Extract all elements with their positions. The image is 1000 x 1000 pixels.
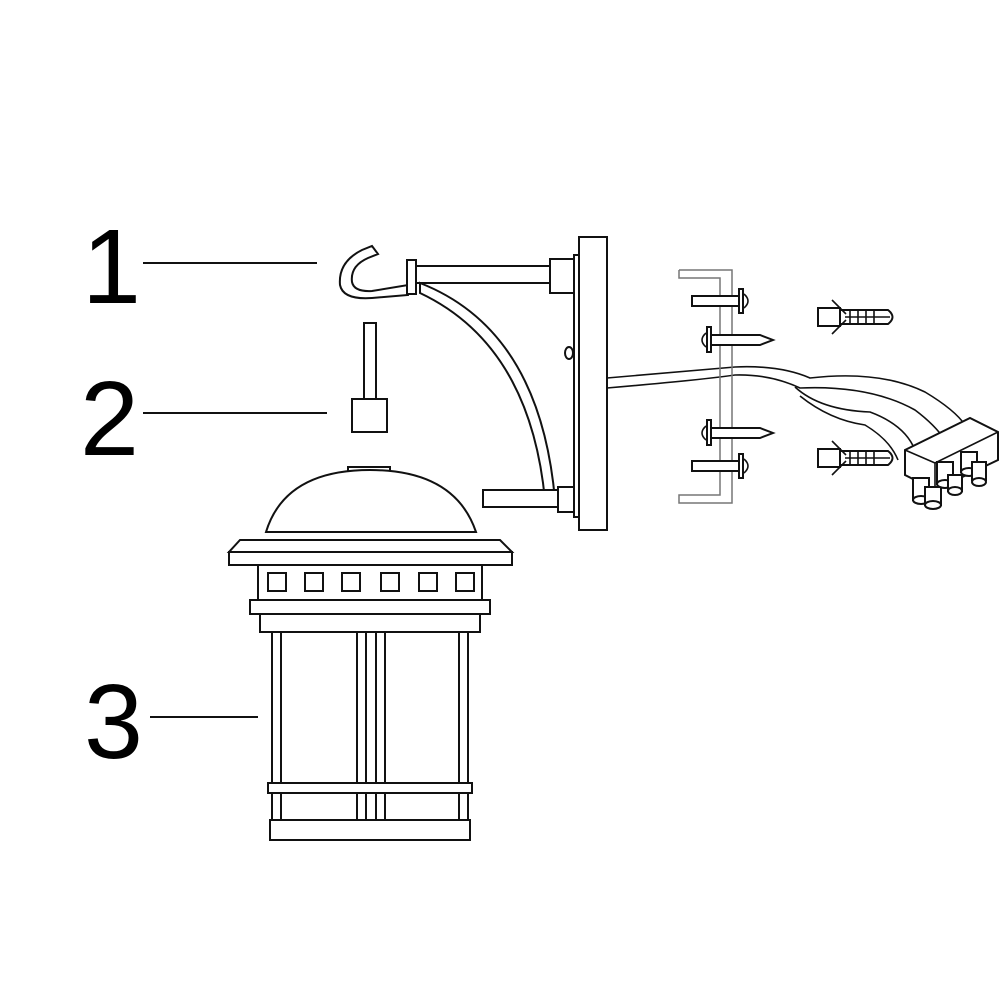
- lantern: [226, 466, 515, 841]
- machine-screw: [691, 453, 749, 479]
- terminal-block: [904, 416, 999, 510]
- upper-arm: [415, 265, 553, 284]
- lower-arm: [482, 489, 562, 508]
- machine-screw: [691, 288, 749, 314]
- curved-brace: [419, 281, 557, 501]
- vent-band: [257, 564, 483, 601]
- upper-arm-mount: [549, 258, 576, 294]
- rod: [363, 322, 377, 400]
- hook: [338, 244, 409, 300]
- wall-anchor: [817, 299, 894, 335]
- callout-number-1: 1: [82, 208, 141, 326]
- hook-collar: [406, 259, 417, 295]
- callout-number-2: 2: [80, 360, 139, 478]
- lantern-dome: [264, 468, 478, 533]
- callout-3: 3: [84, 663, 258, 781]
- backplate: [578, 236, 608, 531]
- wire-bundle: [606, 365, 966, 461]
- callout-2: 2: [80, 360, 327, 478]
- callout-number-3: 3: [84, 663, 143, 781]
- wood-screw: [701, 419, 776, 446]
- vent-windows: [267, 572, 475, 592]
- rod-nut: [351, 398, 388, 433]
- lantern-base: [269, 819, 471, 841]
- hanging-rod: [351, 322, 388, 433]
- mounting-strap: [678, 269, 733, 504]
- wall-anchor: [817, 440, 894, 476]
- lower-arm-mount: [557, 486, 575, 513]
- screw-head: [564, 346, 574, 360]
- wall-bracket: [338, 236, 608, 531]
- wood-screw: [701, 326, 776, 353]
- callout-1: 1: [82, 208, 317, 326]
